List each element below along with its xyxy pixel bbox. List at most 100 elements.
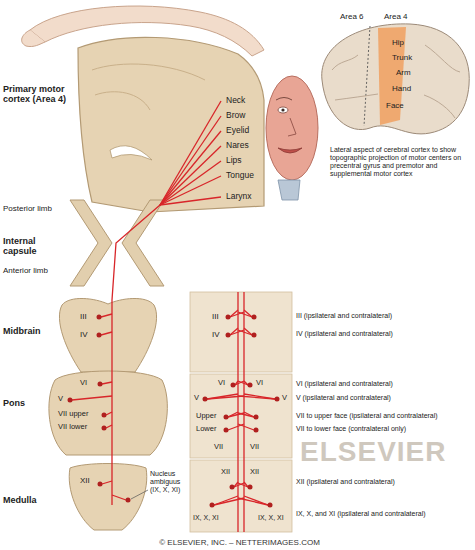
nucleus-dot <box>275 397 280 402</box>
nucleus-dot <box>226 315 231 320</box>
corticobulbar-tract <box>244 381 248 385</box>
nerve-label: VII <box>214 443 223 452</box>
nucleus-dot <box>226 333 231 338</box>
corticobulbar-tract <box>102 481 112 484</box>
corticobulbar-tract <box>244 482 248 487</box>
corticobulbar-tract <box>230 330 244 335</box>
part-label: Posterior limb <box>3 204 65 213</box>
inset-panel <box>190 292 292 372</box>
nucleus-label: VI <box>80 379 87 388</box>
nucleus-label: V <box>58 395 63 404</box>
inset-panel <box>190 374 292 458</box>
nucleus-dot <box>230 485 235 490</box>
nucleus-label: III <box>80 312 87 321</box>
nucleus-dot <box>98 382 103 387</box>
corticobulbar-tract <box>160 131 221 205</box>
nucleus-dot <box>224 415 229 420</box>
lateral-brain-figure <box>425 45 460 72</box>
nucleus-dot <box>224 428 229 433</box>
face-figure <box>266 76 318 180</box>
lateral-brain-figure <box>322 24 470 134</box>
corticobulbar-tract <box>160 101 221 205</box>
corticobulbar-tract <box>244 412 254 417</box>
corticobulbar-tract <box>230 312 244 317</box>
area-label: Area 6 <box>340 12 364 21</box>
projection-note: III (ipsilateral and contralateral) <box>296 312 392 320</box>
region-label: Internal capsule <box>3 236 69 257</box>
body-part-label: Hand <box>392 84 411 93</box>
cortex-section <box>92 64 205 80</box>
body-part-label: Tongue <box>226 171 254 181</box>
nucleus-dot <box>248 383 253 388</box>
region-label: Primary motor cortex (Area 4) <box>3 84 77 105</box>
nucleus-dot <box>210 503 215 508</box>
nucleus-label: IV <box>212 330 220 339</box>
nucleus-dot <box>252 315 257 320</box>
lateral-brain-figure <box>335 94 378 100</box>
projection-note: V (ipsilateral and contralateral) <box>296 394 391 402</box>
nucleus-dot <box>268 503 273 508</box>
body-part-label: Neck <box>226 96 245 106</box>
body-part-label: Larynx <box>226 192 252 202</box>
nerve-label: VII <box>250 443 259 452</box>
body-part-label: Arm <box>396 68 411 77</box>
corticobulbar-tract <box>102 382 112 384</box>
brainstem-section <box>59 298 156 372</box>
watermark: ELSEVIER <box>300 436 446 468</box>
cortex-section <box>78 37 264 212</box>
projection-note: XII (ipsilateral and contralateral) <box>296 478 395 486</box>
nucleus-dot <box>97 315 102 320</box>
nucleus-dot <box>231 383 236 388</box>
corticobulbar-tract <box>160 176 221 205</box>
body-part-label: Nares <box>226 141 249 151</box>
corticobulbar-tract <box>160 197 221 205</box>
nucleus-label: IV <box>80 330 88 339</box>
corticobulbar-tract <box>106 412 112 415</box>
inset-panel <box>190 460 292 532</box>
nucleus-dot <box>102 413 107 418</box>
lateral-brain-figure <box>322 24 470 134</box>
body-part-label: Face <box>386 101 404 110</box>
corticobulbar-tract <box>234 483 244 487</box>
face-figure <box>276 98 292 101</box>
nucleus-dot <box>102 426 107 431</box>
caption-text: Lateral aspect of cerebral cortex to sho… <box>330 146 470 178</box>
region-label: Medulla <box>3 495 37 505</box>
projection-note: IX, X, and XI (ipsilateral and contralat… <box>296 510 470 518</box>
projection-note: VI (ipsilateral and contralateral) <box>296 380 393 388</box>
nucleus-label: XII <box>221 468 230 477</box>
homunculus-figure <box>22 30 45 47</box>
body-part-label: Hip <box>392 38 404 47</box>
copyright-note: © ELSEVIER, INC. – NETTERIMAGES.COM <box>2 538 475 547</box>
corticobulbar-tract <box>160 146 221 205</box>
lateral-brain-figure <box>424 95 455 118</box>
nucleus-label: VI <box>218 379 225 388</box>
face-figure <box>266 76 318 200</box>
corticobulbar-tract <box>207 396 244 399</box>
corticobulbar-tract <box>160 116 221 205</box>
projection-note: IV (ipsilateral and contralateral) <box>296 330 393 338</box>
part-label: Anterior limb <box>3 266 65 275</box>
cortex-section <box>95 92 150 110</box>
body-part-label: Brow <box>226 111 245 121</box>
leader-line <box>131 490 148 499</box>
internal-capsule-figure <box>122 200 164 286</box>
internal-capsule-figure <box>70 200 112 286</box>
body-part-label: Trunk <box>392 53 412 62</box>
area-label: Area 4 <box>384 12 408 21</box>
face-figure <box>281 108 284 111</box>
nucleus-label: V <box>194 394 199 403</box>
corticobulbar-tract <box>72 101 275 532</box>
nucleus-label: VII upper <box>58 410 88 419</box>
corticobulbar-tract <box>244 496 268 505</box>
brainstem-section <box>49 298 167 530</box>
corticobulbar-tract <box>244 394 275 399</box>
nucleus-dot <box>98 482 103 487</box>
lateral-brain-figure <box>364 26 370 126</box>
nucleus-dot <box>254 428 259 433</box>
leader-line <box>131 490 148 499</box>
corticobulbar-tract <box>235 381 244 385</box>
cortex-section <box>78 37 264 212</box>
projection-note: VII to upper face (ipsilateral and contr… <box>296 412 438 420</box>
